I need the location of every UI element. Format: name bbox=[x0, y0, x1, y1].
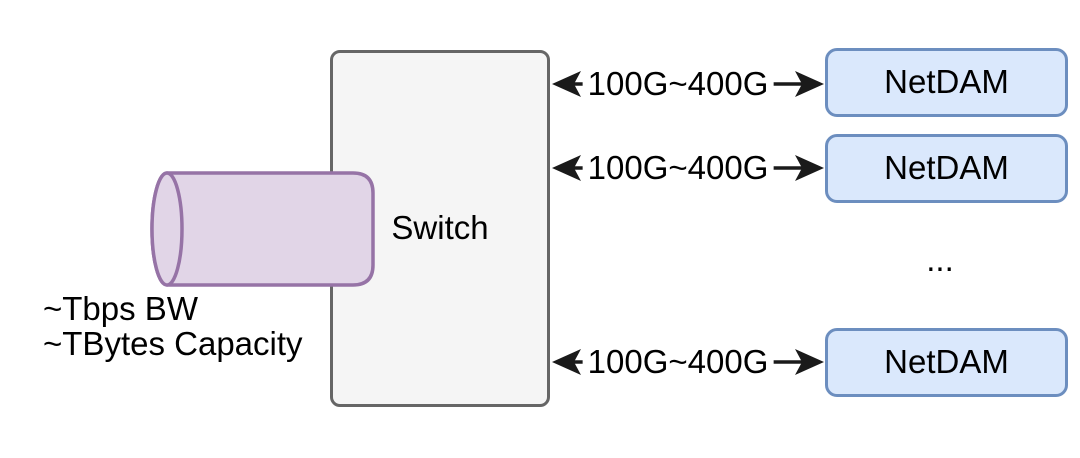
cylinder-caption-line2: ~TBytes Capacity bbox=[43, 325, 303, 362]
arrowhead-right-icon bbox=[795, 71, 824, 97]
cylinder-caption: ~Tbps BW ~TBytes Capacity bbox=[43, 291, 303, 361]
netdam-label: NetDAM bbox=[884, 63, 1009, 101]
arrowhead-left-icon bbox=[552, 155, 581, 181]
switch-label: Switch bbox=[391, 209, 489, 247]
cylinder-cap bbox=[150, 171, 184, 287]
netdam-node-3: NetDAM bbox=[825, 328, 1068, 397]
arrowhead-right-icon bbox=[795, 349, 824, 375]
netdam-node-2: NetDAM bbox=[825, 134, 1068, 203]
netdam-label: NetDAM bbox=[884, 149, 1009, 187]
cylinder-body bbox=[150, 171, 375, 287]
ellipsis-more-nodes: ... bbox=[926, 241, 954, 278]
link-label-2: 100G~400G bbox=[582, 150, 774, 186]
switch-node: Switch bbox=[330, 50, 550, 407]
arrowhead-left-icon bbox=[552, 349, 581, 375]
arrowhead-left-icon bbox=[552, 71, 581, 97]
memory-cylinder bbox=[150, 171, 375, 287]
netdam-node-1: NetDAM bbox=[825, 48, 1068, 117]
link-label-3: 100G~400G bbox=[582, 344, 774, 380]
arrowhead-right-icon bbox=[795, 155, 824, 181]
cylinder-caption-line1: ~Tbps BW bbox=[43, 290, 198, 327]
link-label-1: 100G~400G bbox=[582, 66, 774, 102]
netdam-label: NetDAM bbox=[884, 343, 1009, 381]
